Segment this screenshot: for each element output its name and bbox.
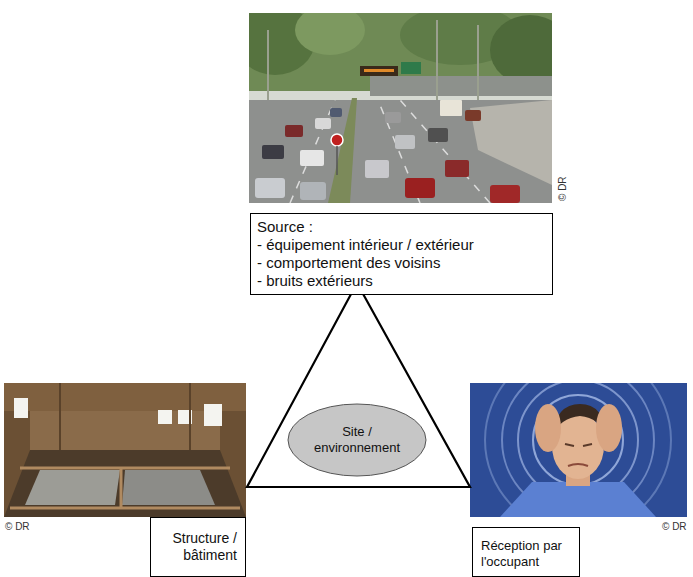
node-text: Structure / bâtiment bbox=[159, 530, 237, 564]
hand bbox=[535, 404, 561, 452]
copyright-label: © DR bbox=[557, 176, 568, 201]
beam bbox=[59, 383, 61, 450]
car bbox=[285, 125, 303, 137]
tree bbox=[490, 15, 552, 85]
beam bbox=[189, 383, 191, 450]
median bbox=[328, 98, 357, 203]
car bbox=[365, 160, 389, 178]
site-ellipse: Site / environnement bbox=[287, 403, 427, 477]
window bbox=[14, 398, 28, 418]
lane-line bbox=[290, 100, 335, 203]
car bbox=[405, 178, 435, 198]
joist bbox=[10, 507, 240, 510]
car bbox=[428, 128, 448, 142]
node-text: - équipement intérieur / extérieur bbox=[257, 236, 546, 254]
lamppost bbox=[477, 25, 479, 100]
lane-line bbox=[400, 100, 490, 203]
lamppost bbox=[267, 30, 269, 100]
mouth bbox=[568, 464, 588, 466]
floor bbox=[4, 450, 246, 517]
car bbox=[465, 110, 481, 121]
eye bbox=[583, 444, 592, 446]
car bbox=[490, 185, 520, 203]
node-text: Réception par l'occupant bbox=[481, 538, 571, 569]
lamppost bbox=[436, 20, 438, 100]
shirt bbox=[500, 482, 656, 517]
joist bbox=[20, 467, 230, 470]
insulation bbox=[122, 470, 215, 505]
overpass bbox=[370, 76, 552, 96]
window bbox=[204, 404, 222, 426]
message-sign bbox=[360, 66, 398, 76]
node-text: - bruits extérieurs bbox=[257, 272, 546, 290]
car bbox=[300, 150, 324, 166]
back-wall bbox=[30, 411, 220, 450]
sign-light bbox=[364, 69, 394, 72]
tree bbox=[295, 13, 365, 55]
copyright-label: © DR bbox=[5, 521, 30, 532]
node-text: Source : bbox=[257, 218, 546, 236]
occupant-photo bbox=[470, 383, 687, 517]
car bbox=[255, 178, 285, 198]
wall bbox=[470, 100, 552, 185]
structure-box: Structure / bâtiment bbox=[150, 517, 246, 577]
eye bbox=[565, 444, 574, 446]
direction-sign bbox=[401, 62, 421, 74]
room bbox=[4, 383, 246, 517]
car bbox=[262, 145, 284, 159]
reception-box: Réception par l'occupant bbox=[472, 527, 580, 577]
node-text: - comportement des voisins bbox=[257, 254, 546, 272]
car bbox=[300, 182, 326, 200]
car bbox=[445, 160, 469, 177]
sound-wave bbox=[533, 395, 623, 485]
truck bbox=[440, 100, 462, 116]
building-photo bbox=[4, 383, 246, 517]
highway-photo bbox=[249, 13, 552, 203]
copyright-label: © DR bbox=[662, 521, 687, 532]
car bbox=[315, 118, 331, 129]
hand bbox=[596, 404, 622, 452]
node-text: Site / environnement bbox=[307, 424, 407, 455]
car bbox=[395, 135, 415, 149]
car bbox=[330, 108, 342, 117]
road-sign bbox=[331, 134, 343, 146]
insulation bbox=[25, 470, 120, 505]
triangle bbox=[247, 283, 470, 487]
ellipse-shape bbox=[288, 404, 426, 476]
window bbox=[158, 410, 172, 424]
source-box: Source :- équipement intérieur / extérie… bbox=[250, 213, 553, 295]
sign-post bbox=[336, 146, 338, 175]
car bbox=[385, 112, 401, 123]
road bbox=[249, 100, 552, 203]
sound-wave bbox=[485, 383, 671, 517]
joist bbox=[120, 468, 123, 508]
